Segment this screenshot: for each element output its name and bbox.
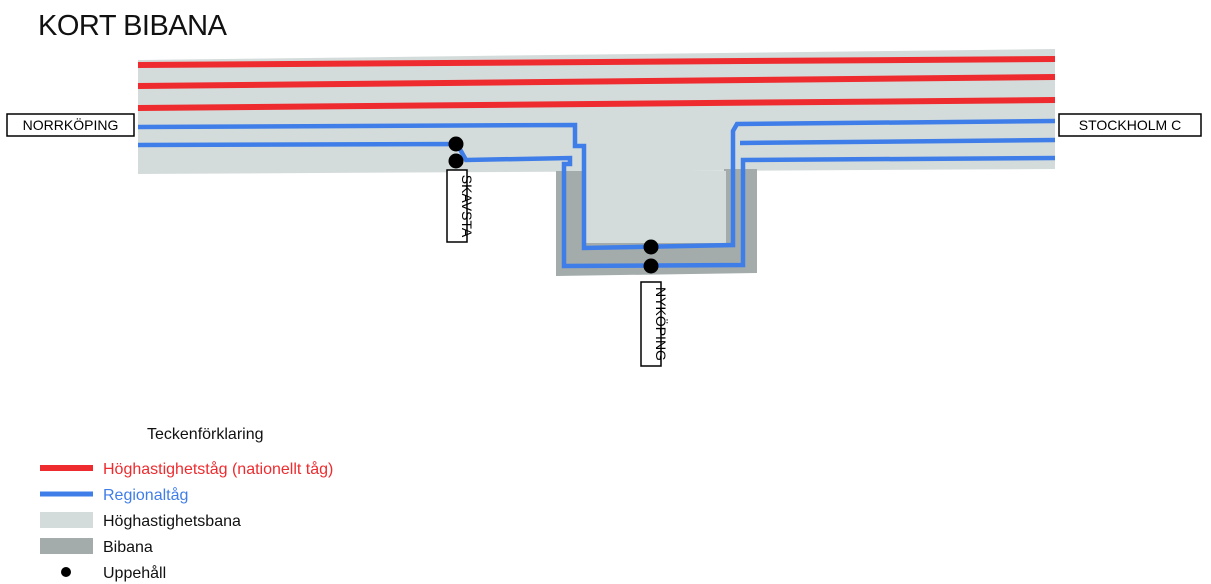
station-stockholm-label: STOCKHOLM C	[1079, 117, 1181, 133]
legend-label-branch-track: Bibana	[103, 539, 153, 556]
highspeed-line-1	[137, 56, 1056, 68]
legend: Teckenförklaring Höghastighetståg (natio…	[40, 426, 333, 582]
stop-nykoping-2	[643, 258, 659, 274]
legend-swatch-stop	[61, 567, 71, 577]
legend-label-stop: Uppehåll	[103, 564, 166, 582]
legend-label-regional-train: Regionaltåg	[103, 486, 188, 504]
legend-label-highspeed-track: Höghastighetsbana	[103, 513, 241, 530]
stop-skavsta-1	[448, 136, 464, 152]
station-skavsta: SKAVSTA	[446, 169, 475, 243]
station-stockholm: STOCKHOLM C	[1058, 113, 1202, 137]
station-skavsta-label: SKAVSTA	[459, 175, 475, 238]
stop-skavsta-2	[448, 153, 464, 169]
legend-label-highspeed-train: Höghastighetståg (nationellt tåg)	[103, 460, 333, 478]
legend-swatch-branch-track	[40, 538, 93, 554]
legend-swatch-highspeed-track	[40, 512, 93, 528]
regional-line-lower	[137, 141, 1056, 269]
station-nykoping-label: NYKÖPING	[653, 287, 670, 361]
highspeed-line-2	[137, 74, 1056, 89]
branch-inner-track	[584, 171, 726, 243]
highspeed-line-3	[137, 97, 1056, 111]
regional-line-lower-b	[739, 137, 1056, 146]
highspeed-track-band	[138, 49, 1055, 174]
station-norrkoping-label: NORRKÖPING	[23, 116, 119, 133]
stop-nykoping-1	[643, 239, 659, 255]
station-norrkoping: NORRKÖPING	[6, 113, 135, 137]
station-nykoping: NYKÖPING	[640, 281, 670, 367]
map-title: KORT BIBANA	[38, 10, 227, 42]
regional-line-upper	[137, 118, 1056, 251]
legend-title: Teckenförklaring	[147, 426, 264, 443]
